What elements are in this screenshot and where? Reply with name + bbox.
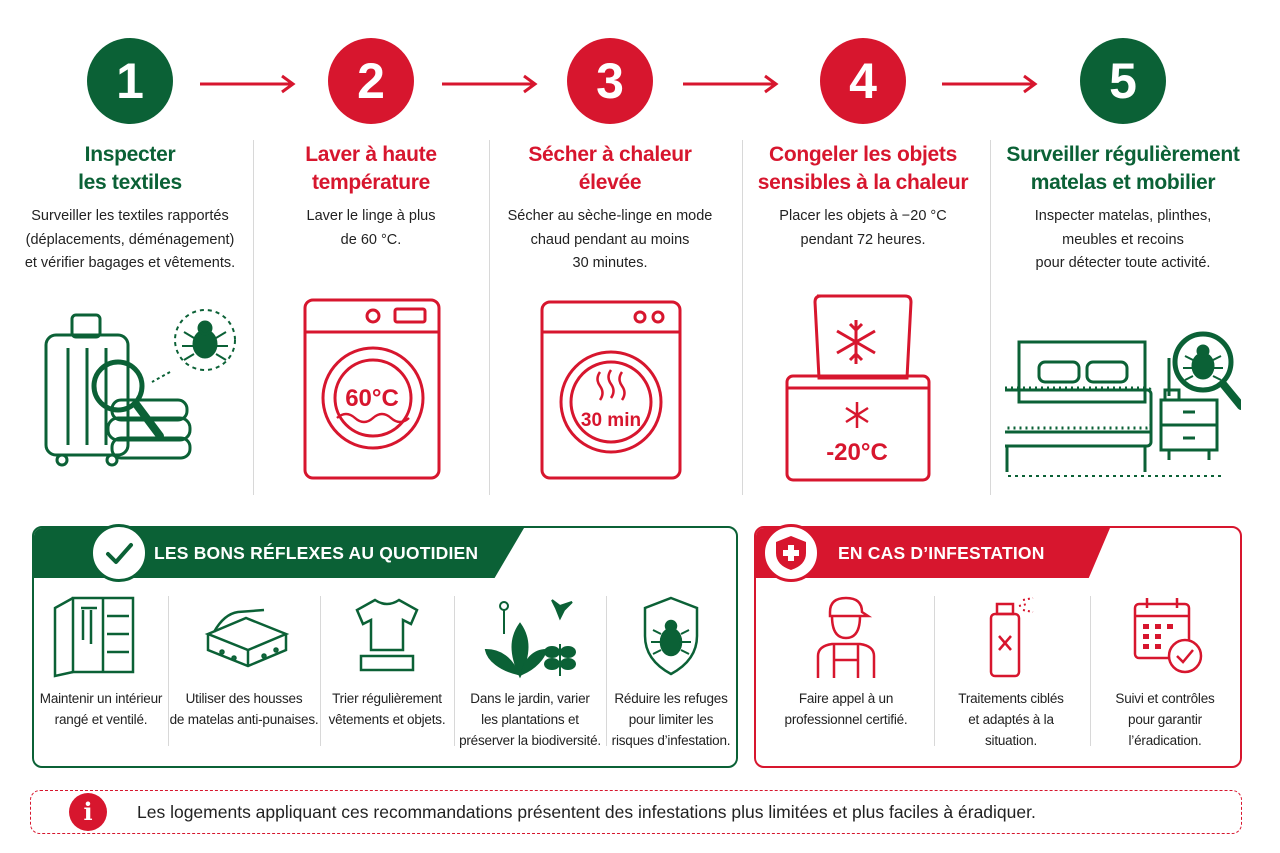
spray-bottle-icon (989, 597, 1034, 678)
washing-machine-icon: 60°C (303, 298, 441, 480)
svg-text:30 min: 30 min (581, 410, 641, 431)
infestation-divider (1090, 596, 1091, 746)
shield-cross-icon (762, 524, 820, 582)
step-divider (253, 140, 254, 495)
info-note-text: Les logements appliquant ces recommandat… (137, 802, 1036, 822)
arrow-right-icon (942, 74, 1040, 94)
info-icon: i (69, 793, 107, 831)
shield-bug-icon (643, 596, 699, 676)
tip-divider (454, 596, 455, 746)
step-divider (742, 140, 743, 495)
infestation-divider (934, 596, 935, 746)
step-number: 3 (567, 38, 653, 124)
calendar-check-icon (1133, 598, 1203, 674)
wardrobe-icon (53, 596, 135, 678)
freezer-bag-icon: -20°C (785, 294, 931, 482)
step-divider (990, 140, 991, 495)
step-divider (489, 140, 490, 495)
svg-text:60°C: 60°C (345, 385, 399, 412)
step-description: Surveiller les textiles rapportés(déplac… (24, 208, 236, 271)
tumble-dryer-icon: 30 min (540, 300, 682, 480)
bed-magnifier-bug-icon (1005, 331, 1241, 477)
svg-text:-20°C: -20°C (826, 439, 888, 466)
step-number: 2 (328, 38, 414, 124)
arrow-right-icon (200, 74, 298, 94)
daily-reflexes-panel: LES BONS RÉFLEXES AU QUOTIDIEN Maintenir… (32, 524, 738, 768)
step-description: Inspecter matelas, plinthes,meubles et r… (1034, 208, 1212, 271)
check-badge-icon (90, 524, 148, 582)
tshirt-box-icon (355, 598, 419, 672)
mattress-cover-icon (204, 608, 290, 668)
info-note: i Les logements appliquant ces recommand… (30, 790, 1242, 834)
tip-divider (320, 596, 321, 746)
suitcase-magnifier-bug-icon (44, 309, 236, 467)
step-number: 1 (87, 38, 173, 124)
arrow-right-icon (683, 74, 781, 94)
tip-divider (168, 596, 169, 746)
step-number: 4 (820, 38, 906, 124)
step-number: 5 (1080, 38, 1166, 124)
tip-divider (606, 596, 607, 746)
garden-plants-icon (484, 599, 576, 679)
professional-technician-icon (816, 596, 876, 678)
arrow-right-icon (442, 74, 540, 94)
